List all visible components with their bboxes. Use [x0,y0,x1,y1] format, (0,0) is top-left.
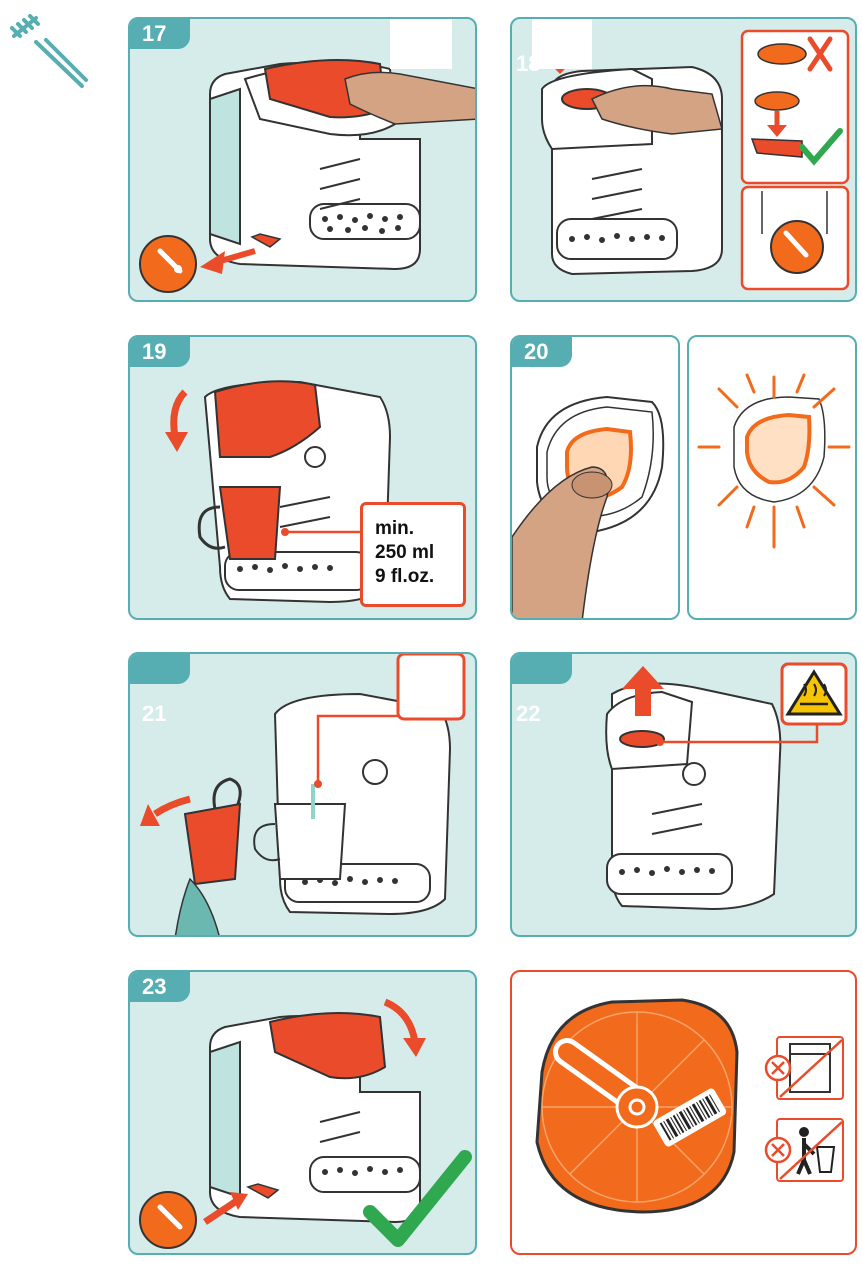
step-17-illustration [139,59,475,293]
step-19-panel: 19 min. 250 ml 9 fl.oz. [128,335,477,620]
check-icon [799,128,843,166]
step-17-panel: 17 [128,17,477,302]
step-number: 19 [130,337,190,367]
no-trash-icon [764,1118,844,1182]
step-19-illustration [165,380,392,604]
step-number-tab [512,654,572,684]
step-number: 21 [142,701,167,726]
disc-care-panel [510,970,857,1255]
min-volume-label: min. 250 ml 9 fl.oz. [360,502,466,607]
barcode-icon [653,1088,727,1147]
step-20-panel-light [687,335,857,620]
blank-box [390,19,452,69]
step-22-illustration [605,662,848,911]
blank-box [532,19,592,69]
step-number: 22 [516,701,541,726]
step-22-panel: 22 [510,652,857,937]
step-number-tab [130,654,190,684]
t-disc-icon [139,235,197,293]
step-21-panel: 21 [128,652,477,937]
step-23-illustration [139,998,472,1249]
disc-care-illustration [535,998,844,1214]
no-dishwasher-icon [764,1036,844,1100]
step-number: 17 [130,19,190,49]
t-disc-icon [535,998,739,1214]
step-20-panel-press: 20 [510,335,680,620]
min-volume-line1: min. [375,518,415,539]
cross-icon [807,36,833,72]
brush-icon [10,14,88,88]
step-number: 23 [130,972,190,1002]
step-21-illustration [140,654,466,935]
step-23-panel: 23 [128,970,477,1255]
step-18-panel: 18 [510,17,857,302]
check-icon [363,1150,472,1247]
step-20-illustration-press [512,395,665,618]
step-18-illustration [534,19,850,291]
step-number: 20 [512,337,572,367]
hot-surface-warning-icon [785,669,843,716]
step-20-illustration-light [697,373,851,549]
min-volume-line2: 250 ml [375,542,435,563]
min-volume-line3: 9 fl.oz. [375,566,435,587]
